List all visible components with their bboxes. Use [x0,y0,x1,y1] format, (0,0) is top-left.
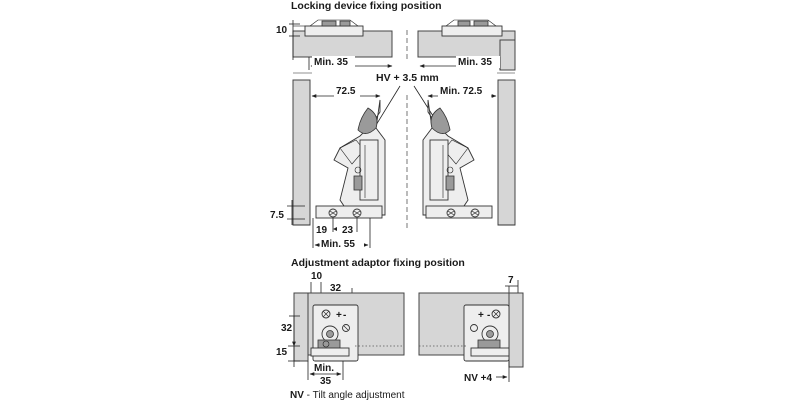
right-side-panel [497,79,516,226]
top-right-min35: Min. 35 [419,56,501,70]
top-left-min35: Min. 35 [308,56,393,70]
top-right-min35-label: Min. 35 [458,57,492,68]
top-left-min35-label: Min. 35 [314,57,348,68]
top-dim-10: 10 [276,25,288,36]
svg-text:-: - [343,310,346,321]
svg-text:+: + [478,310,484,321]
bottom-right-side-panel [508,292,524,368]
hv-label: HV + 3.5 mm [376,72,439,84]
right-lift-mechanism [422,99,493,219]
top-left-locking-device [304,25,364,37]
bottom-dim-7: 7 [508,275,514,286]
top-left-panel-group [292,19,393,60]
bottom-left-side-panel [293,292,309,362]
left-side-panel [292,79,311,226]
top-min72-5-right: Min. 72.5 [440,86,483,97]
bottom-dim-32-side: 32 [281,323,293,334]
top-min55: Min. 55 [321,239,355,250]
legend-nv-desc: - Tilt angle adjustment [304,390,405,400]
left-lift-mechanism [315,99,386,219]
bottom-min35-line2: 35 [320,376,332,387]
bottom-dim-10: 10 [311,271,323,282]
adjustment-adaptor-right: + - [463,304,510,362]
top-dim-7-5: 7.5 [270,210,284,221]
bottom-dim-15: 15 [276,347,288,358]
bottom-section-title: Adjustment adaptor fixing position [291,257,465,269]
top-right-panel-group [417,19,516,71]
top-dim-23: 23 [342,225,354,236]
bottom-nv4: NV +4 [464,373,493,384]
adjustment-adaptor-left: + - [310,304,359,362]
top-section-title: Locking device fixing position [291,0,442,12]
svg-text:-: - [487,310,490,321]
bottom-min35-line1: Min. [314,363,334,374]
bottom-dim-32-top: 32 [330,283,342,294]
legend: NV - Tilt angle adjustment [290,390,405,400]
top-dim-72-5-left: 72.5 [336,86,356,97]
svg-text:+: + [336,310,342,321]
legend-nv-key: NV [290,390,304,400]
top-right-locking-device [441,25,503,37]
top-dim-19: 19 [316,225,328,236]
